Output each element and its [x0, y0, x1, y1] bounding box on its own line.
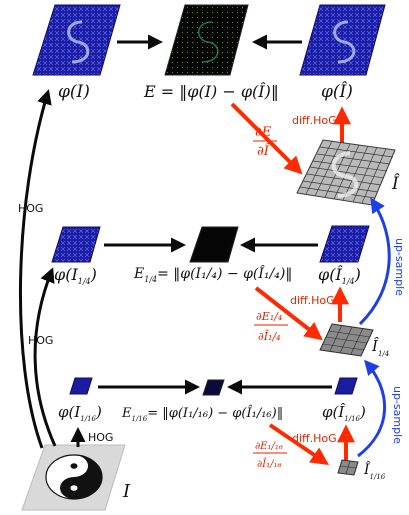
svg-text:φ(I1/16): φ(I1/16)	[58, 403, 102, 423]
svg-text:∂Î₁/₄: ∂Î₁/₄	[258, 329, 281, 343]
svg-text:E1/4= ‖φ(I₁/₄) − φ(Î₁/₄)‖: E1/4= ‖φ(I₁/₄) − φ(Î₁/₄)‖	[133, 264, 292, 284]
label-phi-I: φ(I)	[58, 82, 90, 102]
arrow-hog-to-full	[18, 89, 52, 449]
svg-text:Î1/16: Î1/16	[363, 460, 386, 481]
label-phi-Ihat-quarter: φ(Î1/4)	[318, 264, 361, 286]
bottom-row: φ(I1/16) E1/16= ‖φ(I₁/₁₆) − φ(Î₁/₁₆)‖ φ(…	[58, 377, 366, 470]
error-map-sixteenth	[202, 379, 225, 396]
gradient-fraction-quarter: ∂E₁/₄ ∂Î₁/₄	[254, 310, 288, 343]
arrow-grad-mid	[254, 286, 323, 341]
gradient-fraction-full: ∂E ∂Î	[253, 125, 277, 159]
upsample-label-top: up-sample	[393, 238, 406, 296]
upsample-label-bot: up-sample	[391, 386, 404, 444]
gradient-fraction-sixteenth: ∂E₁/₁₆ ∂Î₁/₁₆	[253, 441, 287, 470]
hog-map-quarter-I	[51, 226, 101, 263]
grid-Ihat-full	[296, 139, 396, 206]
arrow-grad-bot	[268, 423, 329, 466]
hog-map-full-I	[32, 4, 121, 76]
error-map-quarter	[189, 226, 239, 263]
top-row: φ(I) E = ‖φ(I) − φ(Î)‖ φ(Î) ∂E ∂Î diff.H…	[32, 4, 386, 175]
label-E-full: E = ‖φ(I) − φ(Î)‖	[143, 81, 279, 101]
label-Ihat-full: Î	[391, 173, 400, 194]
arrow-upsample-top	[358, 197, 391, 326]
diff-hog-label-bot: diff.HoG	[292, 432, 337, 445]
grad-den-full: ∂Î	[257, 143, 270, 159]
middle-row: φ(I1/4) E1/4= ‖φ(I₁/₄) − φ(Î₁/₄)‖ φ(Î1/4…	[51, 225, 370, 343]
label-E-quarter: E1/4= ‖φ(I₁/₄) − φ(Î₁/₄)‖	[133, 264, 292, 284]
arrow-grad-top	[230, 102, 303, 175]
hog-map-full-Ihat	[299, 4, 386, 76]
svg-text:∂E₁/₄: ∂E₁/₄	[256, 310, 282, 323]
hog-map-sixteenth-Ihat	[334, 377, 358, 395]
svg-text:∂Î₁/₁₆: ∂Î₁/₁₆	[257, 458, 282, 470]
hog-label-bottom: HOG	[88, 431, 113, 444]
label-phi-Ihat: φ(Î)	[321, 81, 353, 102]
svg-text:φ(I1/4): φ(I1/4)	[54, 265, 97, 286]
hog-label-left: HOG	[18, 202, 43, 215]
svg-text:E1/16= ‖φ(I₁/₁₆) − φ(Î₁/₁₆)‖: E1/16= ‖φ(I₁/₁₆) − φ(Î₁/₁₆)‖	[121, 405, 283, 423]
svg-text:φ(Î1/16): φ(Î1/16)	[322, 403, 366, 423]
diff-hog-label-top: diff.HoG	[292, 114, 337, 127]
hog-label-mid: HOG	[28, 334, 53, 347]
grid-Ihat-sixteenth	[337, 459, 359, 476]
svg-text:Î1/4: Î1/4	[371, 337, 389, 358]
label-phi-I-quarter: φ(I1/4)	[54, 265, 97, 286]
label-Ihat-quarter: Î1/4	[371, 337, 389, 358]
label-phi-Ihat-sixteenth: φ(Î1/16)	[322, 403, 366, 423]
svg-text:φ(Î1/4): φ(Î1/4)	[318, 264, 361, 286]
arrow-upsample-bot	[357, 359, 387, 458]
arrow-hog-to-quarter	[33, 267, 57, 447]
grid-Ihat-quarter	[319, 323, 374, 357]
hog-map-sixteenth-I	[69, 377, 93, 395]
label-E-sixteenth: E1/16= ‖φ(I₁/₁₆) − φ(Î₁/₁₆)‖	[121, 405, 283, 423]
svg-text:∂E₁/₁₆: ∂E₁/₁₆	[255, 441, 283, 452]
label-Ihat-sixteenth: Î1/16	[363, 460, 386, 481]
diff-hog-label-mid: diff.HoG	[290, 294, 335, 307]
hog-map-quarter-Ihat	[319, 225, 370, 263]
label-I: I	[122, 481, 131, 502]
input-image-yin-yang	[21, 444, 126, 511]
error-map-full	[164, 4, 249, 76]
label-phi-I-sixteenth: φ(I1/16)	[58, 403, 102, 423]
